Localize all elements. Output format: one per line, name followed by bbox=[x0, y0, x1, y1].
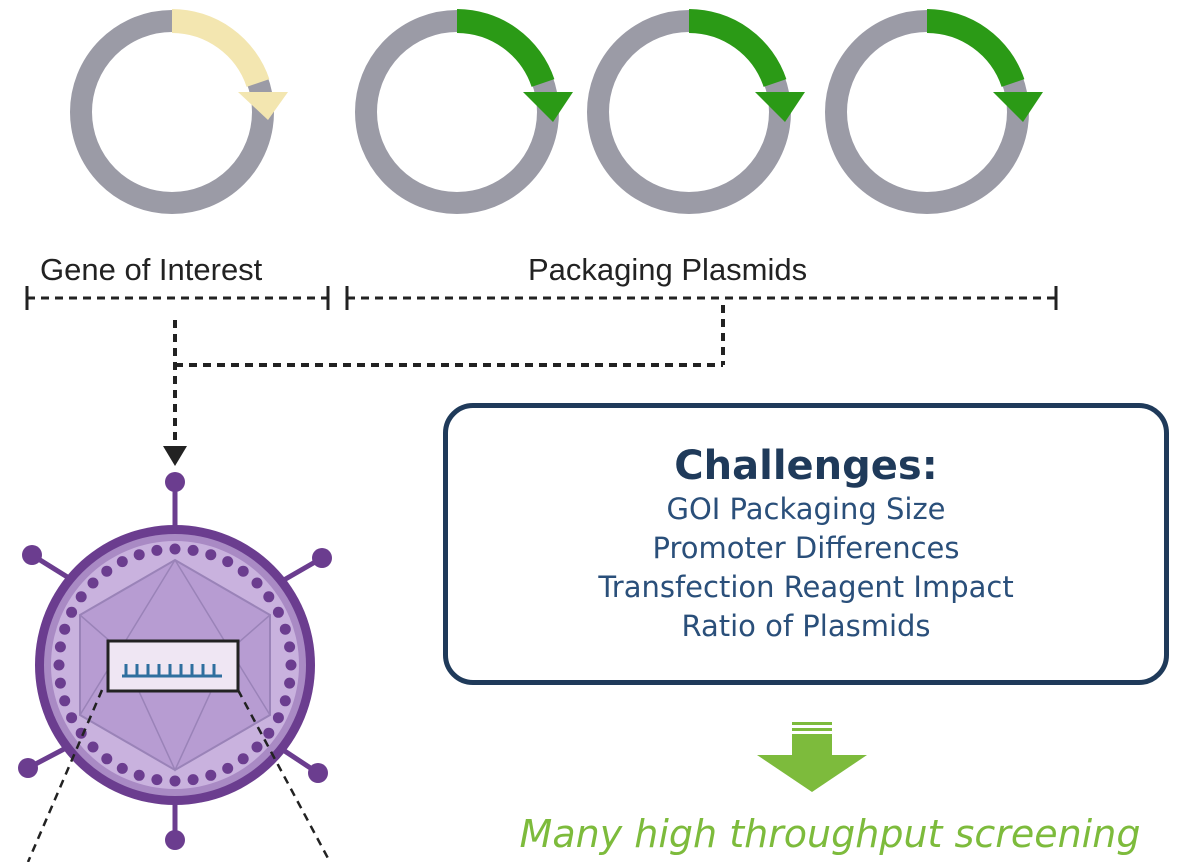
plasmid-packaging-1 bbox=[355, 9, 573, 214]
capsid-dot bbox=[222, 556, 234, 568]
capsid-dot bbox=[87, 577, 99, 589]
challenge-item: GOI Packaging Size bbox=[666, 492, 946, 526]
capsid-dot bbox=[66, 606, 78, 618]
capsid-dot bbox=[263, 727, 275, 739]
capsid-dot bbox=[151, 774, 163, 786]
capsid-dot bbox=[169, 543, 181, 555]
capsid-dot bbox=[285, 659, 297, 671]
result-text: Many high throughput screening bbox=[519, 812, 1141, 856]
packaging-plasmids-label: Packaging Plasmids bbox=[528, 252, 808, 287]
capsid-dot bbox=[116, 762, 128, 774]
capsid-dot bbox=[54, 641, 66, 653]
capsid-dot bbox=[116, 556, 128, 568]
plasmid-goi-arrowhead bbox=[238, 92, 288, 120]
capsid-dot bbox=[222, 762, 234, 774]
capsid-dot bbox=[101, 565, 113, 577]
genome-inset bbox=[106, 639, 240, 693]
capsid-dot bbox=[53, 659, 65, 671]
capsid-dot bbox=[169, 775, 181, 787]
capsid-dot bbox=[237, 753, 249, 765]
capsid-dot bbox=[237, 565, 249, 577]
capsid-dot bbox=[187, 544, 199, 556]
challenges-box: Challenges: GOI Packaging Size Promoter … bbox=[443, 403, 1169, 685]
capsid-dot bbox=[279, 695, 291, 707]
capsid-dot bbox=[251, 741, 263, 753]
capsid-dot bbox=[151, 544, 163, 556]
challenge-item: Ratio of Plasmids bbox=[681, 609, 931, 643]
challenge-item: Promoter Differences bbox=[652, 531, 960, 565]
capsid-dot bbox=[54, 677, 66, 689]
capsid-dot bbox=[284, 677, 296, 689]
packaging-bracket bbox=[345, 286, 1058, 310]
capsid-dot bbox=[187, 774, 199, 786]
down-arrow bbox=[757, 722, 867, 792]
plasmid-goi bbox=[70, 9, 288, 214]
gene-of-interest-label: Gene of Interest bbox=[40, 252, 263, 287]
plasmid-packaging-3 bbox=[825, 9, 1043, 214]
capsid-dot bbox=[133, 549, 145, 561]
capsid-dot bbox=[284, 641, 296, 653]
capsid-dot bbox=[59, 623, 71, 635]
capsid-dot bbox=[133, 769, 145, 781]
challenges-title: Challenges: bbox=[674, 443, 938, 489]
goi-bracket bbox=[25, 286, 330, 310]
capsid-dot bbox=[87, 741, 99, 753]
capsid-dot bbox=[205, 769, 217, 781]
capsid-dot bbox=[263, 591, 275, 603]
virus-particle bbox=[18, 472, 332, 862]
capsid-dot bbox=[66, 712, 78, 724]
plasmid-packaging-2 bbox=[587, 9, 805, 214]
capsid-dot bbox=[101, 753, 113, 765]
capsid-dot bbox=[251, 577, 263, 589]
challenge-item: Transfection Reagent Impact bbox=[598, 570, 1014, 604]
capsid-dot bbox=[59, 695, 71, 707]
plasmid-goi-arrow bbox=[171, 9, 270, 88]
capsid-dot bbox=[279, 623, 291, 635]
connector-arrowhead bbox=[163, 446, 187, 466]
connector-lines bbox=[173, 305, 725, 448]
capsid-dot bbox=[272, 606, 284, 618]
capsid-dot bbox=[205, 549, 217, 561]
capsid-dot bbox=[75, 591, 87, 603]
capsid-dot bbox=[272, 712, 284, 724]
